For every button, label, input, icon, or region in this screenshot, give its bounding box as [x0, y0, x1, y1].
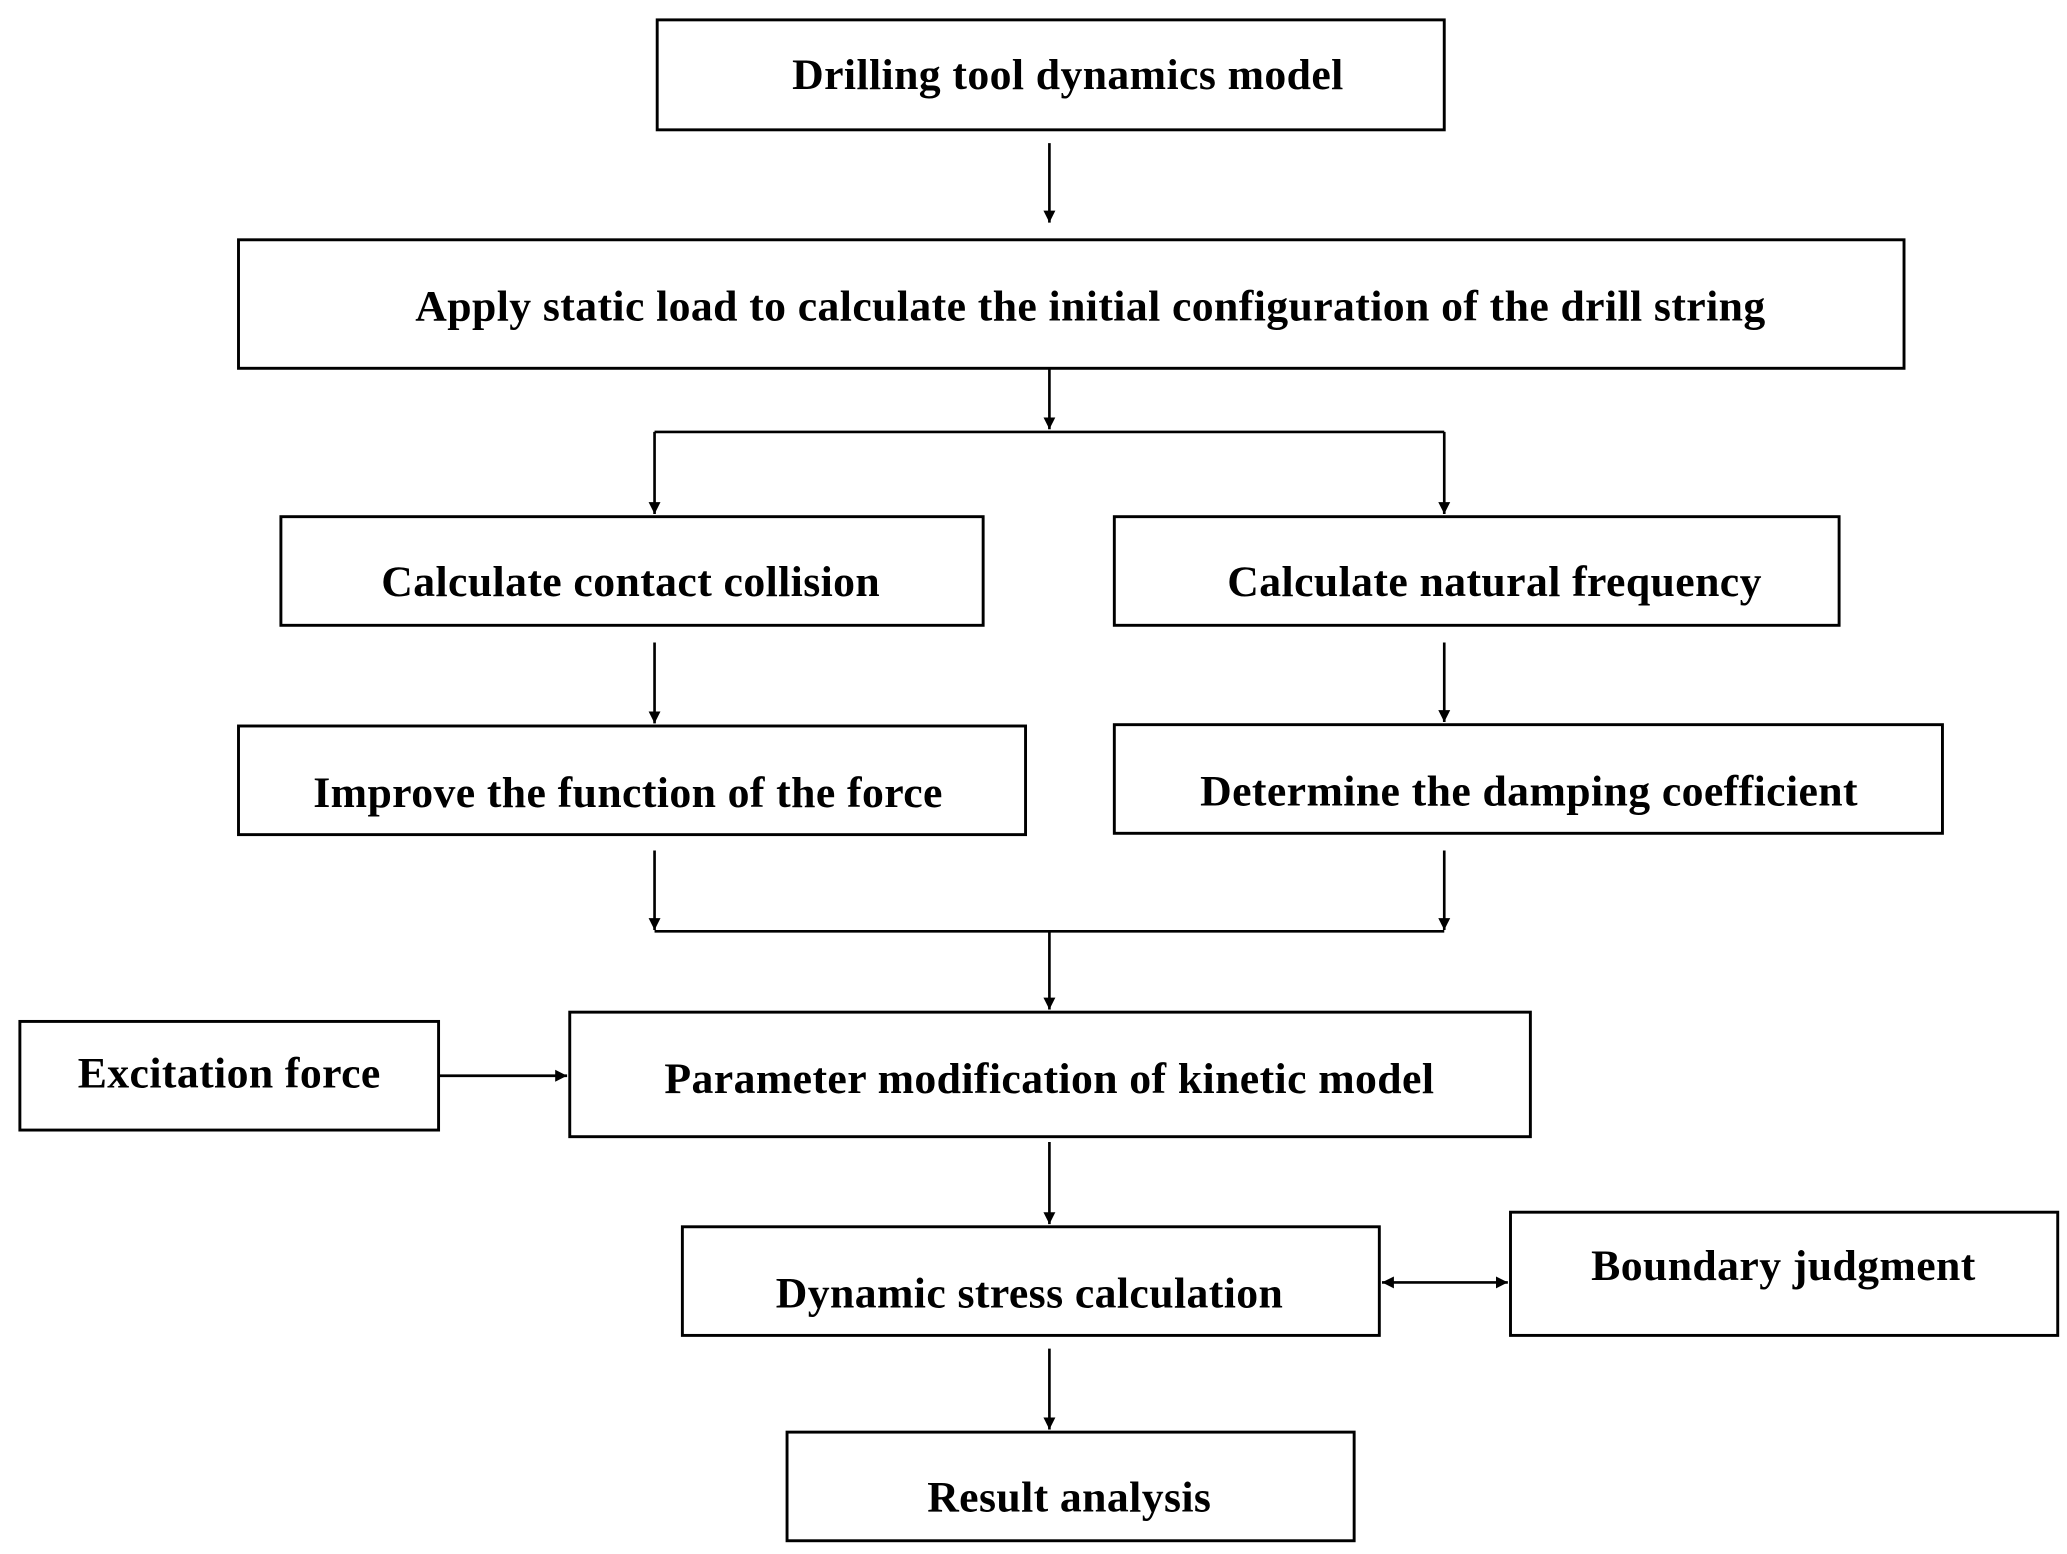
node-apply-static-load: Apply static load to calculate the initi…	[237, 238, 1906, 370]
node-parameter-modification: Parameter modification of kinetic model	[568, 1010, 1532, 1139]
node-label: Excitation force	[78, 1050, 381, 1098]
node-label: Calculate natural frequency	[1227, 558, 1762, 606]
node-label: Apply static load to calculate the initi…	[415, 283, 1765, 331]
node-calculate-contact-collision: Calculate contact collision	[279, 515, 985, 627]
node-drilling-tool-dynamics-model: Drilling tool dynamics model	[655, 18, 1446, 132]
node-label: Dynamic stress calculation	[776, 1270, 1283, 1318]
node-label: Determine the damping coefficient	[1200, 767, 1858, 815]
node-improve-function-of-force: Improve the function of the force	[237, 724, 1028, 837]
node-excitation-force: Excitation force	[18, 1019, 441, 1132]
node-label: Calculate contact collision	[381, 558, 880, 606]
node-label: Parameter modification of kinetic model	[664, 1055, 1434, 1103]
node-calculate-natural-frequency: Calculate natural frequency	[1112, 515, 1841, 627]
node-label: Boundary judgment	[1591, 1242, 1976, 1290]
node-label: Result analysis	[927, 1474, 1211, 1522]
node-dynamic-stress-calculation: Dynamic stress calculation	[680, 1225, 1381, 1337]
node-determine-damping-coefficient: Determine the damping coefficient	[1112, 723, 1944, 835]
node-result-analysis: Result analysis	[785, 1430, 1356, 1543]
node-label: Drilling tool dynamics model	[792, 51, 1344, 99]
node-label: Improve the function of the force	[313, 769, 943, 817]
node-boundary-judgment: Boundary judgment	[1509, 1210, 2060, 1337]
